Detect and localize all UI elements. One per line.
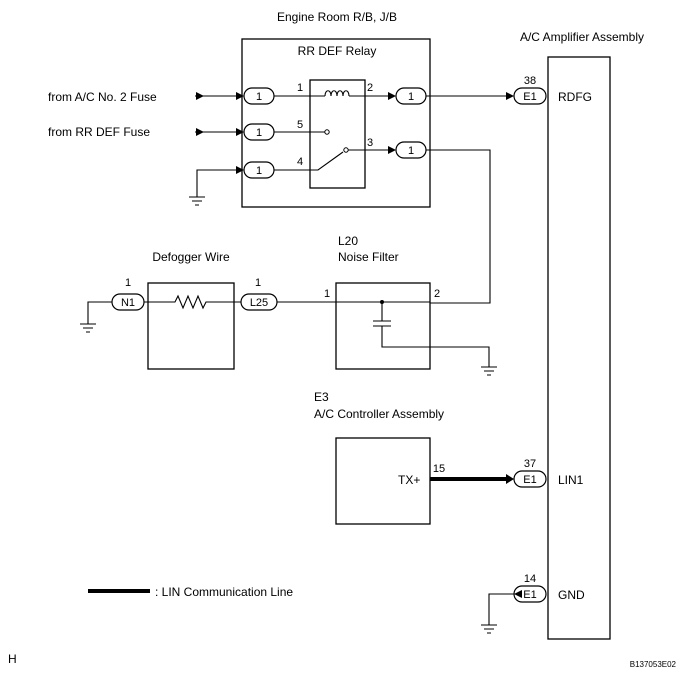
ground-icon [481,366,497,376]
e1-connector-gnd-label: E1 [523,589,536,601]
relay-to-filter-wire [426,149,491,304]
tx-terminal: TX+ [398,473,420,487]
relay-ground-wire [196,169,236,197]
relay-in-connector-2-label: 1 [256,127,262,139]
lin1-terminal: LIN1 [558,473,584,487]
l25-connector-label: L25 [250,297,268,309]
relay-in-connector-1-label: 1 [256,91,262,103]
ac-amplifier-label: A/C Amplifier Assembly [520,30,644,44]
ground-icon [80,323,96,333]
filter-pin-2: 2 [434,288,440,300]
e1-connector-rdfg-label: E1 [523,91,536,103]
relay-contact-5-icon [324,129,330,135]
relay-in-connector-3-label: 1 [256,165,262,177]
rr-def-fuse-in-arrow-icon [236,128,244,136]
relay-out-arrow-1-icon [388,92,396,100]
ac-controller-label: A/C Controller Assembly [314,407,444,421]
filter-pin-1: 1 [324,288,330,300]
ac-amplifier-box [547,56,611,640]
relay-out-connector-1-label: 1 [408,91,414,103]
relay-pin-5: 5 [297,119,303,131]
amp-pin-37: 37 [524,458,536,470]
from-rr-def-fuse-label: from RR DEF Fuse [48,125,150,139]
n1-connector-label: N1 [121,297,135,309]
rr-def-relay-label: RR DEF Relay [298,44,377,58]
defogger-wire-label: Defogger Wire [152,250,230,264]
relay-pin-1: 1 [297,82,303,94]
relay-gnd-arrow-icon [236,166,244,174]
relay-pin-2: 2 [367,82,373,94]
lin1-arrow-icon [506,474,514,484]
noise-filter-label: Noise Filter [338,250,399,264]
defogger-ground-wire [87,301,112,324]
rr-def-relay-box [309,79,366,189]
noise-filter-box [335,282,431,370]
resistor-icon [144,294,241,310]
gnd-arrow-icon [514,590,522,598]
gnd-terminal: GND [558,588,585,602]
relay-switch-arm-icon [274,151,344,171]
relay-contact-3-icon [343,147,349,153]
e1-connector-lin1-label: E1 [523,474,536,486]
defogger-wire-box [147,282,235,370]
e3-label: E3 [314,390,329,404]
amp-pin-14: 14 [524,573,536,585]
amp-pin-38: 38 [524,75,536,87]
capacitor-icon [373,302,490,367]
l20-label: L20 [338,234,358,248]
ground-icon [481,624,497,634]
e1-connector-lin1 [513,470,547,488]
engine-room-rb-label: Engine Room R/B, J/B [277,10,397,24]
l25-pin: 1 [255,277,261,289]
from-ac-fuse-label: from A/C No. 2 Fuse [48,90,157,104]
figure-code-label: B137053E02 [630,660,677,669]
ground-icon [189,196,205,206]
lin-legend-label: : LIN Communication Line [155,585,293,599]
corner-h-label: H [8,652,17,666]
relay-pin-3: 3 [367,137,373,149]
rdfg-arrow-icon [506,92,514,100]
ac-fuse-arrow-icon [196,92,204,100]
relay-coil-icon [324,90,350,97]
relay-pin-4: 4 [297,156,303,168]
rdfg-terminal: RDFG [558,90,592,104]
relay-out-arrow-2-icon [388,146,396,154]
amp-ground-wire [488,593,514,625]
n1-pin: 1 [125,277,131,289]
relay-out-connector-2-label: 1 [408,145,414,157]
engine-room-rb-box [241,38,431,208]
tx-pin-15: 15 [433,463,445,475]
ac-fuse-in-arrow-icon [236,92,244,100]
rr-def-fuse-arrow-icon [196,128,204,136]
